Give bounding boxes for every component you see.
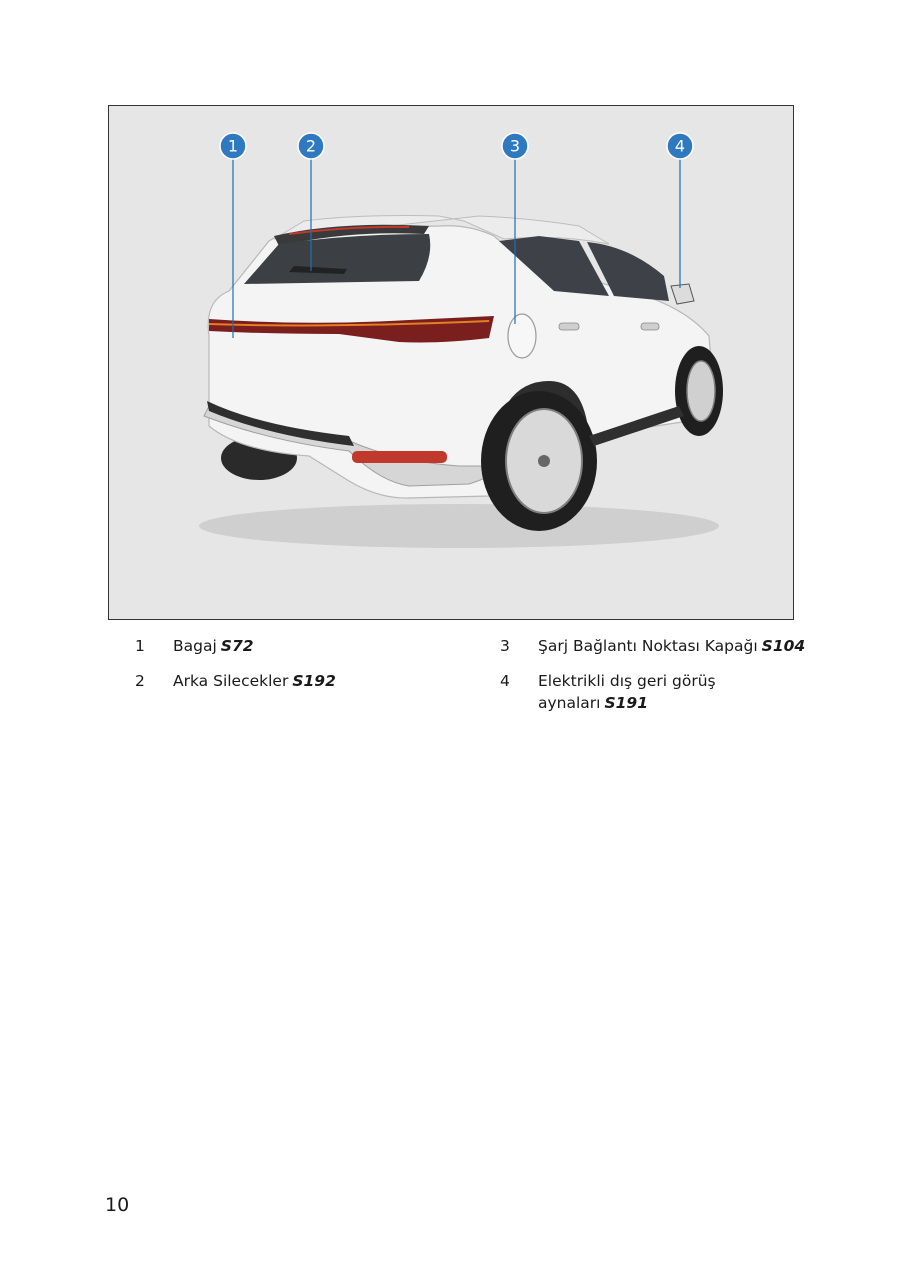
legend-number: 3 xyxy=(500,637,510,655)
legend-label: Şarj Bağlantı Noktası Kapağı xyxy=(538,637,758,655)
svg-text:4: 4 xyxy=(675,137,685,156)
callout-2: 2 xyxy=(297,132,325,160)
page-reference[interactable]: S72 xyxy=(220,637,254,655)
legend-number: 4 xyxy=(500,672,510,690)
page-reference[interactable]: S192 xyxy=(292,672,336,690)
svg-text:1: 1 xyxy=(228,137,238,156)
svg-text:3: 3 xyxy=(510,137,520,156)
bumper-trim xyxy=(207,401,354,446)
page-number: 10 xyxy=(105,1194,130,1216)
legend-label: aynaları xyxy=(538,694,601,712)
legend-label: Bagaj xyxy=(173,637,217,655)
rear-wiper xyxy=(289,266,347,274)
svg-text:2: 2 xyxy=(306,137,316,156)
legend-number: 1 xyxy=(135,637,145,655)
page-reference[interactable]: S191 xyxy=(604,694,649,712)
side-sill xyxy=(589,406,684,446)
ground-shadow xyxy=(199,504,719,548)
charge-port-door xyxy=(507,313,537,359)
rear-reflector xyxy=(352,451,447,463)
vehicle-figure: 1 2 3 4 xyxy=(108,105,794,620)
side-mirror xyxy=(670,283,695,305)
side-window-front xyxy=(587,242,669,301)
callout-3: 3 xyxy=(501,132,529,160)
legend-label: Arka Silecekler xyxy=(173,672,289,690)
legend-label-line1: Elektrikli dış geri görüş xyxy=(538,672,716,690)
legend-number: 2 xyxy=(135,672,145,690)
roof-spoiler xyxy=(274,224,429,246)
callout-1: 1 xyxy=(219,132,247,160)
callout-4: 4 xyxy=(666,132,694,160)
suv-illustration: 1 2 3 4 xyxy=(199,132,723,548)
side-window-rear xyxy=(499,236,609,296)
page-reference[interactable]: S104 xyxy=(761,637,806,655)
